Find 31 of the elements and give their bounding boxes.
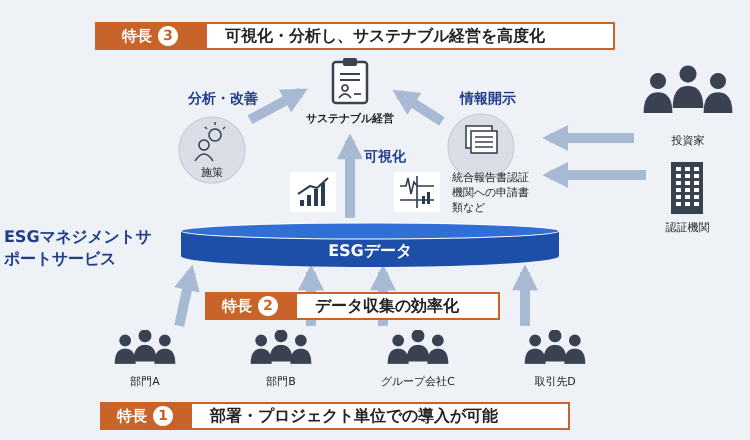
number-badge: 1: [153, 406, 173, 426]
arrow: [392, 90, 445, 126]
arrow: [542, 125, 634, 151]
tag-text: 特長: [122, 26, 152, 46]
tag-text: 特長: [222, 296, 252, 316]
edge-label: 情報開示: [458, 90, 518, 108]
arrow: [248, 88, 308, 124]
arrow: [512, 264, 538, 326]
number-badge: 3: [158, 26, 178, 46]
node-label: 取引先D: [533, 374, 577, 389]
node-label: 施策: [200, 165, 224, 180]
tag-text: 特長: [117, 406, 147, 426]
node-label: サステナブル経営: [305, 111, 395, 126]
service-title: ESGマネジメントサポートサービス: [4, 226, 153, 270]
node-label: グループ会社C: [380, 374, 456, 389]
banner-text: データ収集の効率化: [295, 292, 500, 320]
node-label: 認証機関: [664, 220, 710, 235]
number-badge: 2: [258, 296, 278, 316]
edge-label: 分析・改善: [186, 90, 260, 108]
node-label: 部門B: [265, 374, 297, 389]
arrow: [542, 162, 646, 188]
disc-label: ESGデータ: [327, 241, 413, 262]
node-label: 部門A: [129, 374, 161, 389]
banner-text: 可視化・分析し、サステナブル経営を高度化: [205, 22, 615, 50]
node-label: 統合報告書認証機関への申請書類など: [452, 170, 530, 215]
arrow: [337, 133, 363, 218]
banner-text: 部署・プロジェクト単位での導入が可能: [190, 402, 570, 430]
node-label: 投資家: [670, 133, 706, 148]
data-disc: [180, 222, 560, 268]
edge-label: 可視化: [362, 148, 408, 166]
arrow: [174, 264, 200, 327]
